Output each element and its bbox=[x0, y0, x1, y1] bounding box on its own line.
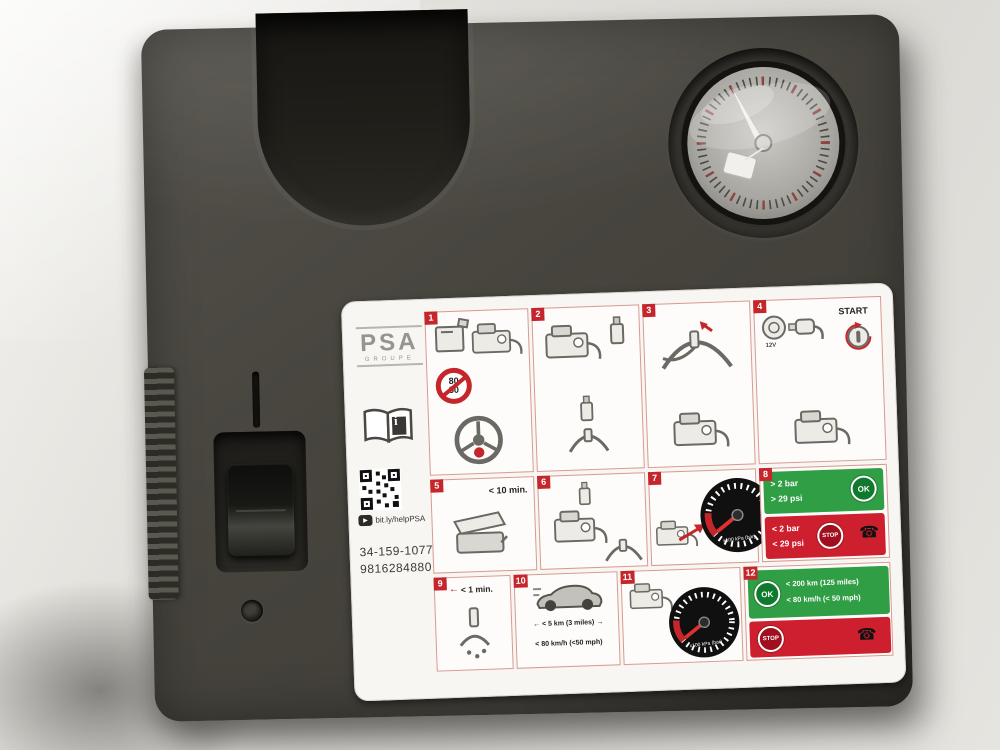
stop-badge: STOP bbox=[757, 625, 785, 653]
handle-recess bbox=[255, 9, 472, 228]
part-number-1: 34-159-1077 bbox=[359, 542, 434, 560]
screw-hole bbox=[240, 599, 264, 623]
hose-to-valve-icon bbox=[655, 310, 737, 373]
qr-code bbox=[359, 468, 402, 511]
psa-logo: PSA GROUPE bbox=[355, 324, 424, 368]
drive-stop-box: STOP ☎ bbox=[749, 616, 892, 658]
step-panel-12: 12 OK < 200 km (125 miles) < 80 km/h (< … bbox=[743, 561, 894, 661]
power-plug-icon bbox=[760, 311, 825, 343]
driving-car-icon bbox=[533, 579, 606, 613]
step-panel-7: 7 x100 kPa (bar) bbox=[647, 468, 759, 567]
power-switch-recess bbox=[213, 430, 309, 573]
ok-pressure-bar: > 2 bar bbox=[770, 477, 799, 489]
pressure-ok-box: > 2 bar > 29 psi OK bbox=[763, 467, 885, 515]
manual-book-icon bbox=[360, 405, 415, 447]
step-panel-2: 2 bbox=[531, 304, 645, 473]
instruction-label: PSA GROUPE i ▶ bit.ly/helpPSA 34-159-107… bbox=[340, 282, 907, 702]
vent-slot bbox=[252, 371, 261, 428]
stop-badge: STOP bbox=[816, 522, 844, 550]
step-number-7: 7 bbox=[647, 471, 662, 486]
steering-wheel-icon bbox=[451, 412, 507, 468]
step-number-5: 5 bbox=[430, 479, 444, 493]
part-number-2: 9816284880 bbox=[359, 559, 433, 577]
pressure-stop-box: < 2 bar < 29 psi STOP ☎ bbox=[764, 512, 886, 560]
tire-valve-icon bbox=[602, 535, 645, 562]
ok-badge-text: OK bbox=[857, 483, 870, 494]
valve-drip-icon bbox=[455, 603, 493, 660]
step-number-9: 9 bbox=[433, 577, 447, 591]
step-number-12: 12 bbox=[743, 566, 758, 580]
ok-pressure-psi: > 29 psi bbox=[770, 492, 803, 504]
phone-icon: ☎ bbox=[858, 524, 880, 542]
step-panel-11: 11 x100 kPa (bar) bbox=[620, 566, 744, 666]
stop-badge-text: STOP bbox=[762, 635, 780, 643]
socket-label: 12V bbox=[765, 342, 777, 349]
compressor-icon bbox=[790, 404, 855, 450]
step-number-8: 8 bbox=[758, 467, 773, 482]
storage-bin-icon bbox=[448, 508, 514, 558]
drive-distance: < 5 km (3 miles) bbox=[541, 619, 595, 628]
step-number-4: 4 bbox=[753, 299, 767, 314]
step-panel-10: 10 ← < 5 km (3 miles) → < 80 km/h (<50 m… bbox=[513, 571, 621, 669]
speed-sign-bottom: 50 bbox=[448, 384, 460, 396]
ok-badge: OK bbox=[753, 580, 781, 608]
brand-text: PSA bbox=[359, 328, 419, 358]
tire-inflator-device: PSA GROUPE i ▶ bit.ly/helpPSA 34-159-107… bbox=[140, 9, 914, 722]
drive-speed: < 80 km/h (<50 mph) bbox=[535, 638, 603, 649]
stop-badge-text: STOP bbox=[822, 532, 839, 540]
pressure-gauge bbox=[679, 59, 848, 228]
red-arrow-icon bbox=[678, 524, 705, 542]
step-number-6: 6 bbox=[537, 475, 551, 490]
tire-valve-icon bbox=[566, 424, 611, 454]
step-number-11: 11 bbox=[620, 570, 635, 585]
stop-pressure-bar: < 2 bar bbox=[771, 522, 800, 534]
wait-time-label: < 1 min. bbox=[460, 583, 493, 595]
arrow-right-icon: → bbox=[596, 618, 604, 627]
help-link-row: ▶ bit.ly/helpPSA bbox=[358, 513, 426, 527]
compressor-icon bbox=[541, 319, 606, 365]
step-panel-9: 9 ← < 1 min. bbox=[433, 575, 514, 672]
sealant-bottle-icon bbox=[575, 393, 598, 424]
step-number-2: 2 bbox=[531, 307, 545, 322]
info-icon: i bbox=[393, 412, 398, 428]
step-panel-5: 5 < 10 min. bbox=[430, 476, 538, 574]
ok-badge: OK bbox=[850, 475, 878, 503]
start-label: START bbox=[838, 305, 868, 317]
ok-badge-text: OK bbox=[761, 589, 774, 599]
play-icon: ▶ bbox=[358, 514, 373, 527]
compressor-icon bbox=[669, 406, 734, 452]
sealant-bottle-icon bbox=[604, 314, 629, 347]
compressor-icon bbox=[467, 317, 526, 359]
grip-ribs bbox=[143, 367, 179, 600]
stop-pressure-psi: < 29 psi bbox=[772, 537, 805, 549]
step-panel-4: 4 12V START bbox=[753, 295, 887, 465]
sealant-bottle-icon bbox=[574, 479, 595, 508]
turn-dial-icon bbox=[843, 321, 874, 352]
power-switch bbox=[226, 462, 295, 557]
arrow-left-icon: ← bbox=[532, 621, 541, 629]
speed-limit-sign: 80 50 bbox=[435, 367, 473, 405]
ok-distance: < 200 km (125 miles) bbox=[785, 576, 859, 589]
step-panel-8: 8 > 2 bar > 29 psi OK < 2 bar < 29 psi S… bbox=[758, 463, 891, 563]
step-panel-1: 1 80 50 bbox=[424, 308, 534, 476]
step-number-10: 10 bbox=[513, 574, 528, 588]
red-left-arrow: ← bbox=[448, 583, 460, 596]
brand-subtext: GROUPE bbox=[364, 355, 415, 363]
step-panel-3: 3 bbox=[642, 300, 756, 469]
ok-speed: < 80 km/h (< 50 mph) bbox=[786, 592, 861, 605]
inflate-time-label: < 10 min. bbox=[488, 484, 528, 496]
step-number-3: 3 bbox=[642, 303, 656, 318]
step-panel-6: 6 bbox=[537, 472, 649, 570]
drive-ok-box: OK < 200 km (125 miles) < 80 km/h (< 50 … bbox=[747, 565, 891, 619]
help-link: bit.ly/helpPSA bbox=[375, 513, 426, 525]
phone-icon: ☎ bbox=[856, 626, 878, 644]
drive-distance-row: ← < 5 km (3 miles) → bbox=[520, 618, 616, 628]
step-number-1: 1 bbox=[424, 311, 438, 325]
